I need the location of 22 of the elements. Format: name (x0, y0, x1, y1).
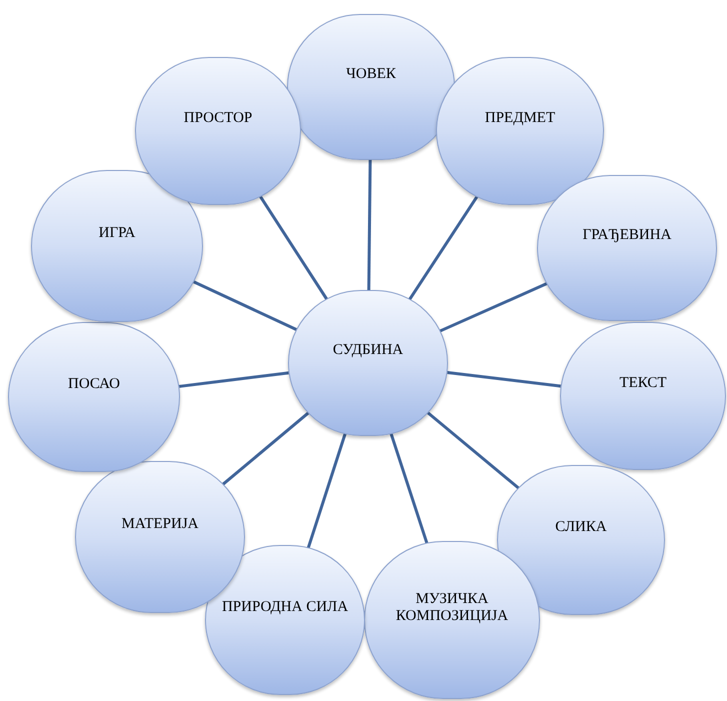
node-label: ИГРА (98, 225, 136, 243)
node-label: ПРОСТОР (184, 110, 252, 128)
node-label: МАТЕРИЈА (121, 516, 199, 534)
connector-line (178, 371, 289, 388)
node-label: СУДБИНА (332, 342, 404, 360)
connector-line (221, 411, 310, 486)
node-label: МУЗИЧКА КОМПОЗИЦИЈА (394, 590, 510, 626)
connector-line (426, 411, 520, 490)
connector-line (447, 371, 561, 388)
node-label: ПОСАО (68, 376, 120, 394)
node-label: ГРАЂЕВИНА (582, 227, 672, 245)
connector-line (408, 194, 480, 302)
node-label: ПРИРОДНА СИЛА (222, 599, 348, 617)
connector-line (258, 194, 329, 301)
node-label: ЧОВЕК (346, 66, 396, 84)
node-label: ПРЕДМЕТ (484, 110, 556, 128)
connector-line (192, 280, 298, 332)
node-label: ТЕКСТ (619, 375, 667, 393)
connector-line (439, 282, 549, 332)
connector-line (367, 160, 372, 290)
node-label: СЛИКА (555, 519, 607, 537)
connector-line (306, 432, 347, 549)
